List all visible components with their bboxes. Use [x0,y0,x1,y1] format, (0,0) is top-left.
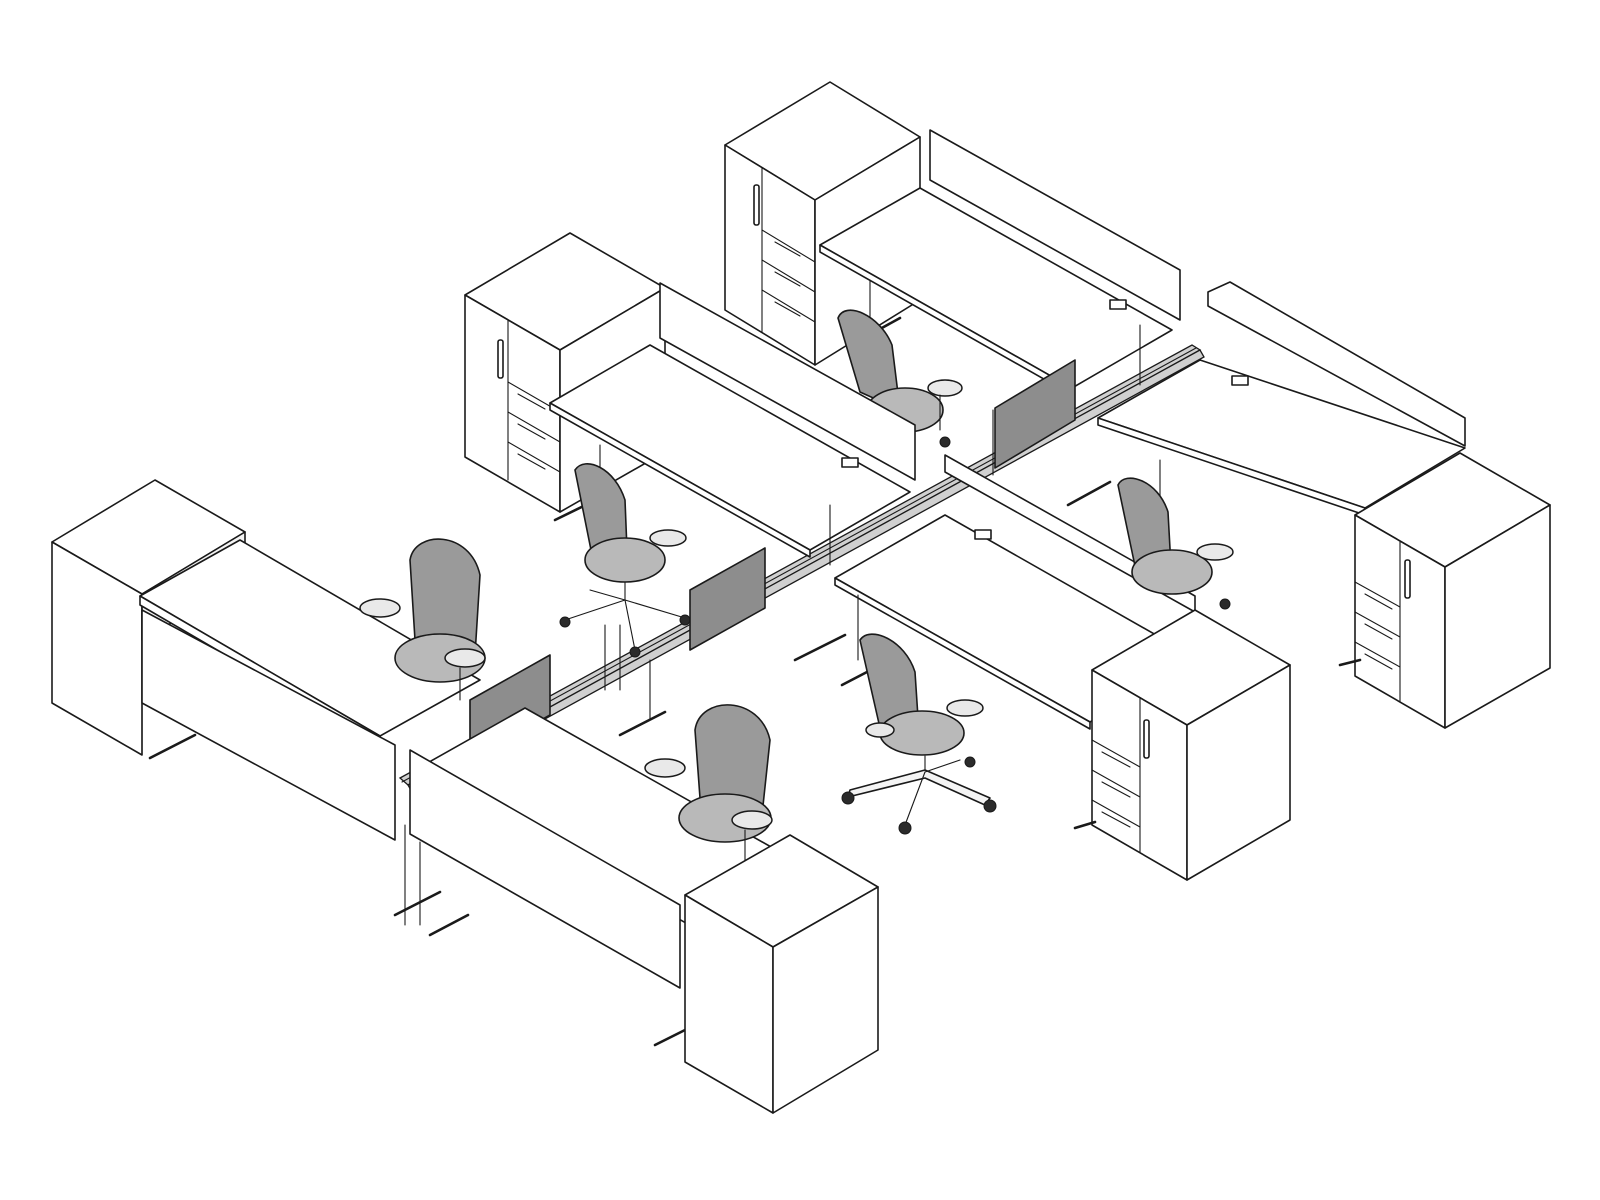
storage-tower-far-right [1338,452,1551,729]
storage-tower-front-bottom [684,834,879,1114]
task-chair-right-mid [1117,477,1234,610]
storage-tower-front-right [1073,609,1291,881]
desk-front-left [139,539,481,841]
task-chair-mid-left [559,463,691,658]
desk-left-mid [549,282,916,558]
desk-back-top [819,129,1181,396]
task-chair-front-center [644,704,773,866]
privacy-screen-spine-center [619,504,831,691]
desk-right-back [1066,281,1466,521]
privacy-screen-spine-right [992,324,1141,476]
task-chair-left-front [359,538,486,701]
task-chair-center-front [841,633,997,835]
